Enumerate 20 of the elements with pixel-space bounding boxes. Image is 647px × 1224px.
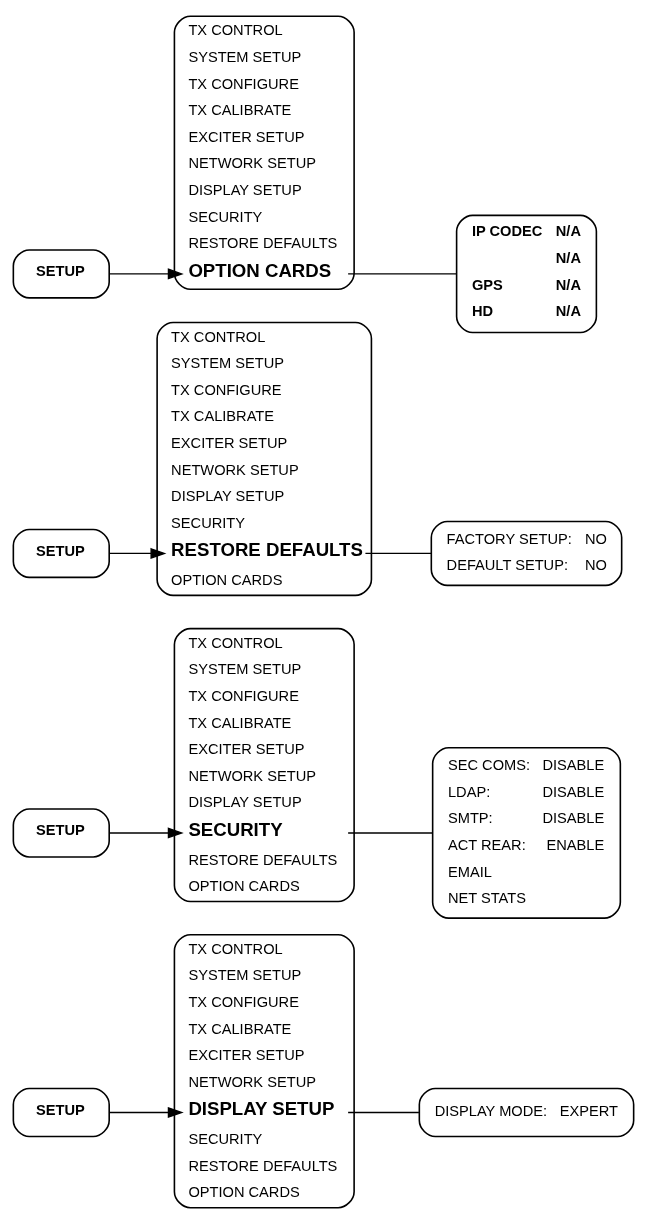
node-box: SETUP xyxy=(12,808,110,858)
arrow xyxy=(108,268,184,280)
node-box: TX CONTROL SYSTEM SETUP TX CONFIGURE TX CALIBRATE EXCITER SETUP NETWORK SETUP DISPLAY SETUP SECURITY RESTORE DEFAULTS OPTION CARDS xyxy=(156,321,373,597)
node-box: TX CONTROL SYSTEM SETUP TX CONFIGURE TX CALIBRATE EXCITER SETUP NETWORK SETUP DISPLAY SETUP SECURITY RESTORE DEFAULTS OPTION CARDS xyxy=(173,934,355,1209)
connector xyxy=(347,273,457,275)
arrow xyxy=(108,827,184,839)
arrow xyxy=(108,547,167,560)
connector xyxy=(347,1111,420,1114)
connector xyxy=(364,552,432,555)
arrow xyxy=(108,1106,184,1119)
connector xyxy=(347,832,434,834)
node-box: SETUP xyxy=(12,249,110,299)
node-box: DISPLAY MODE: EXPERT xyxy=(418,1087,635,1138)
node-box: TX CONTROL SYSTEM SETUP TX CONFIGURE TX CALIBRATE EXCITER SETUP NETWORK SETUP DISPLAY SETUP SECURITY RESTORE DEFAULTS OPTION CARDS xyxy=(173,15,355,290)
node-box: TX CONTROL SYSTEM SETUP TX CONFIGURE TX CALIBRATE EXCITER SETUP NETWORK SETUP DISPLAY SETUP SECURITY RESTORE DEFAULTS OPTION CARDS xyxy=(173,627,355,903)
node-box: IP CODEC N/A N/A GPS N/A HD N/A xyxy=(455,214,598,334)
node-box: SETUP xyxy=(12,1087,110,1138)
node-box: FACTORY SETUP: NO DEFAULT SETUP: NO xyxy=(430,520,623,587)
node-box: SEC COMS: DISABLE LDAP: DISABLE SMTP: DISABLE ACT REAR: ENABLE EMAIL NET STATS xyxy=(431,746,622,919)
node-box: SETUP xyxy=(12,528,110,579)
